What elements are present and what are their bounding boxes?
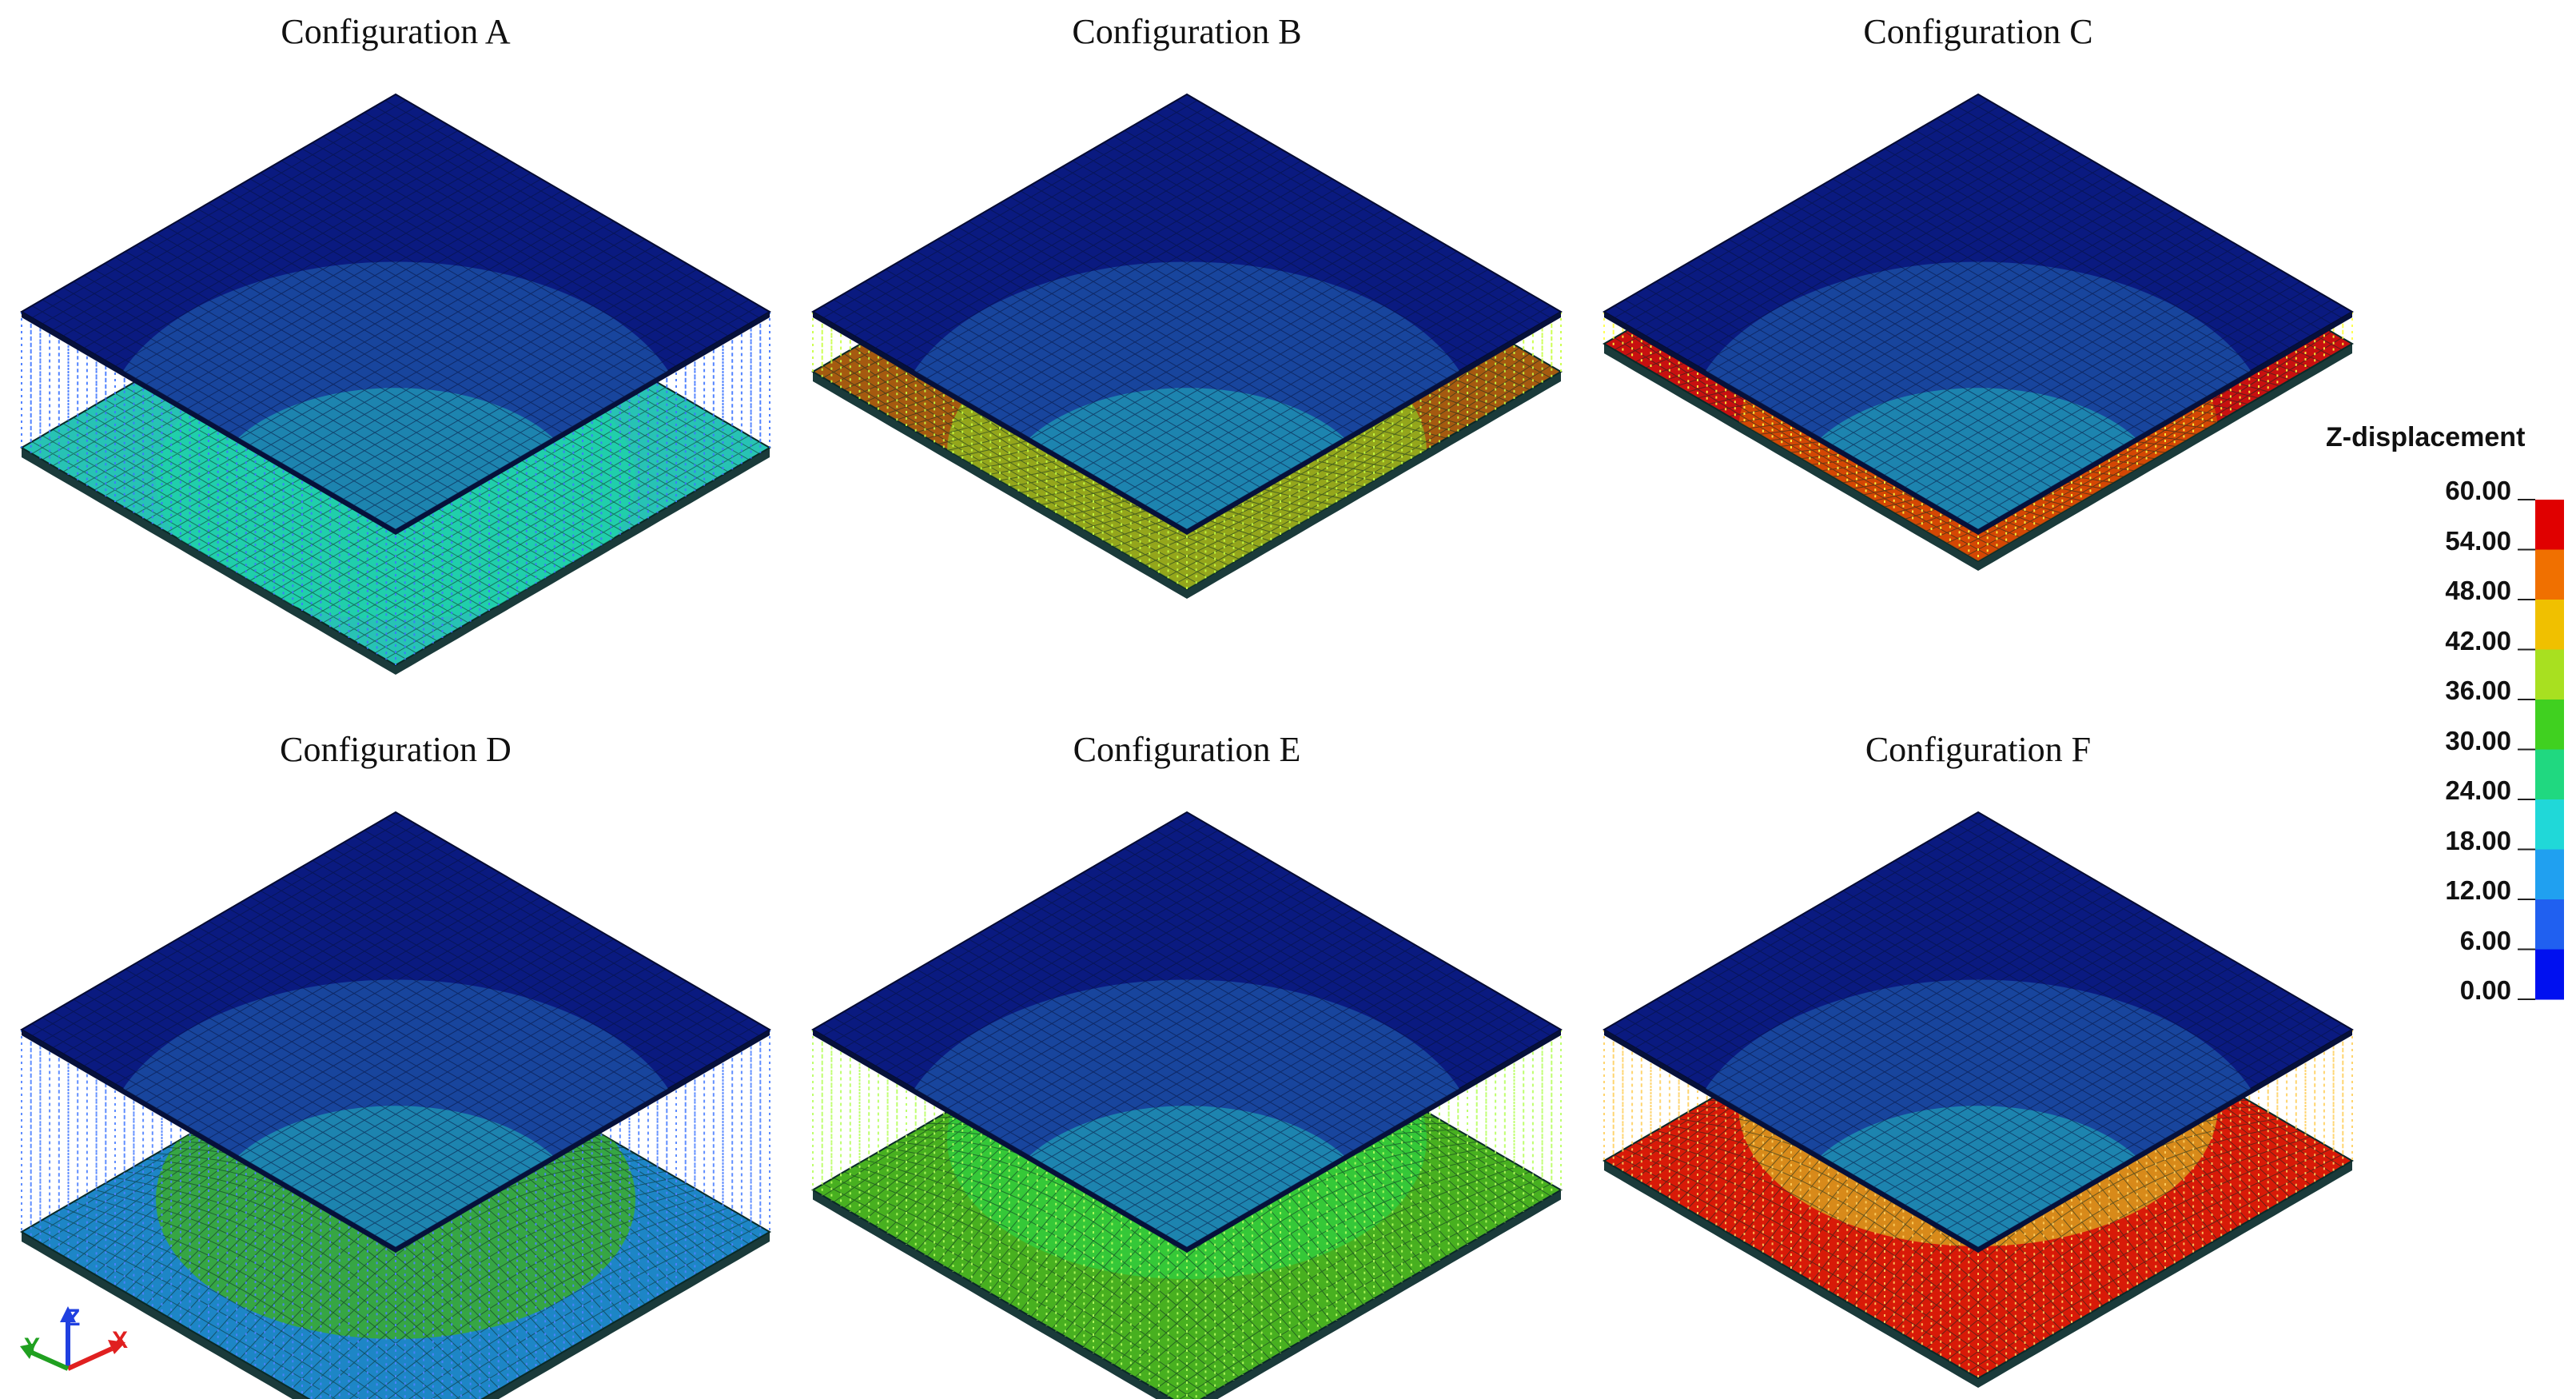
lower-plate-edge <box>813 372 1187 599</box>
colorbar-segment <box>2535 700 2564 750</box>
top-plate-mesh <box>813 812 1561 1247</box>
top-plate-center <box>1791 1106 2165 1247</box>
top-plate-mesh <box>1604 94 2352 529</box>
top-plate-mesh <box>22 812 770 1247</box>
top-plate-center <box>1791 388 2165 529</box>
top-plate-mesh <box>1604 812 2352 1247</box>
colorbar-segment <box>2535 799 2564 850</box>
lower-plate-edge <box>22 448 396 675</box>
colorbar-tick-label: 18.00 <box>2445 825 2511 855</box>
panel-title-e: Configuration E <box>1073 730 1301 769</box>
triad-z-label: Z <box>66 1305 81 1331</box>
colorbar-segment <box>2535 600 2564 650</box>
panel-title-f: Configuration F <box>1865 730 2092 769</box>
lower-plate-edge <box>1978 1161 2352 1388</box>
triad-x-arrow <box>108 1340 125 1354</box>
spring-elements <box>21 812 770 1399</box>
colorbar-tick-label: 30.00 <box>2445 725 2511 755</box>
colorbar-tick-label: 60.00 <box>2445 476 2511 505</box>
panel-c <box>1603 93 2354 571</box>
panel-b <box>811 93 1563 599</box>
colorbar-segment <box>2535 649 2564 700</box>
colorbar-tick-label: 0.00 <box>2459 975 2511 1005</box>
colorbar-tick-label: 12.00 <box>2445 875 2511 905</box>
colorbar-tick-label: 48.00 <box>2445 576 2511 605</box>
top-plate-center <box>1000 1106 1374 1247</box>
spring-elements <box>812 812 1562 1399</box>
colorbar-segment <box>2535 849 2564 900</box>
colorbar-segment <box>2535 749 2564 800</box>
colorbar-tick-label: 42.00 <box>2445 625 2511 656</box>
panel-f <box>1603 811 2354 1388</box>
colorbar-segment <box>2535 549 2564 600</box>
triad-y-label: Y <box>24 1333 41 1360</box>
triad-x-axis <box>66 1346 113 1371</box>
top-plate-center <box>209 388 583 529</box>
panel-a <box>20 93 771 675</box>
triad-z-arrow <box>60 1306 76 1322</box>
colorbar-segment <box>2535 500 2564 550</box>
colorbar-segment <box>2535 899 2564 950</box>
panel-d <box>20 811 771 1399</box>
lower-plate-edge <box>1604 344 1978 571</box>
triad-y-arrow <box>20 1343 36 1359</box>
panel-e <box>811 811 1563 1399</box>
triad-x-label: X <box>112 1327 129 1353</box>
lower-plate-edge <box>1604 1161 1978 1388</box>
top-plate-mesh <box>813 94 1561 529</box>
colorbar-legend <box>2518 499 2564 1000</box>
legend-title: Z-displacement <box>2326 422 2526 452</box>
top-plate-center <box>209 1106 583 1247</box>
triad-y-axis <box>30 1350 70 1371</box>
panel-title-c: Configuration C <box>1863 12 2093 51</box>
colorbar-tick-label: 36.00 <box>2445 676 2511 705</box>
colorbar-segment <box>2535 949 2564 1000</box>
panel-title-a: Configuration A <box>281 12 511 51</box>
panel-title-d: Configuration D <box>280 730 512 769</box>
colorbar-tick-label: 6.00 <box>2459 925 2511 955</box>
lower-plate-edge <box>396 448 770 675</box>
top-plate-mesh <box>22 94 770 529</box>
axis-triad <box>20 1306 125 1371</box>
lower-plate-edge <box>1187 372 1561 599</box>
top-plate-center <box>1000 388 1374 529</box>
colorbar-tick-label: 24.00 <box>2445 775 2511 805</box>
panel-title-b: Configuration B <box>1072 12 1302 51</box>
colorbar-tick-label: 54.00 <box>2445 525 2511 556</box>
lower-plate-edge <box>1978 344 2352 571</box>
